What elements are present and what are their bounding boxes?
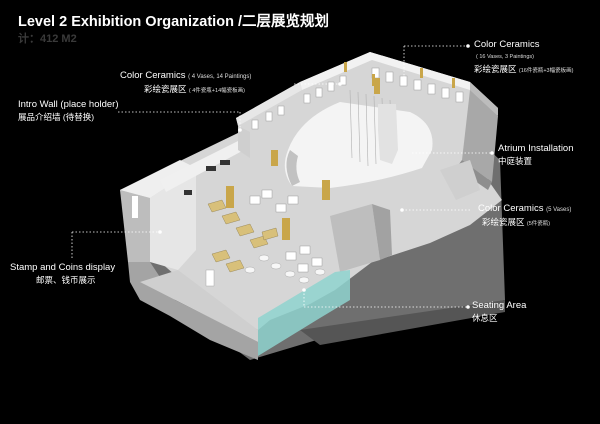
label-seating-area: Seating Area 休息区: [472, 300, 527, 323]
label-color-ceramics-right: Color Ceramics (5 Vases) 彩绘瓷展区 (5件瓷瓶): [478, 203, 572, 227]
label-intro-wall: Intro Wall (place holder) 展品介绍墙 (待替换): [18, 99, 119, 122]
page-title: Level 2 Exhibition Organization /二层展览规划: [18, 14, 329, 30]
label-atrium: Atrium Installation 中庭装置: [498, 143, 574, 166]
label-stamp-coins: Stamp and Coins display 邮票、钱币展示: [10, 262, 116, 285]
gold-columns: [226, 78, 380, 240]
label-color-ceramics-top: Color Ceramics ( 16 Vases, 3 Paintings) …: [474, 39, 574, 74]
seating-stools: [244, 254, 326, 284]
glass-panel: [258, 270, 350, 356]
label-color-ceramics-left: Color Ceramics ( 4 Vases, 14 Paintings) …: [120, 70, 252, 94]
area-total: 计：412 M2: [18, 33, 77, 45]
